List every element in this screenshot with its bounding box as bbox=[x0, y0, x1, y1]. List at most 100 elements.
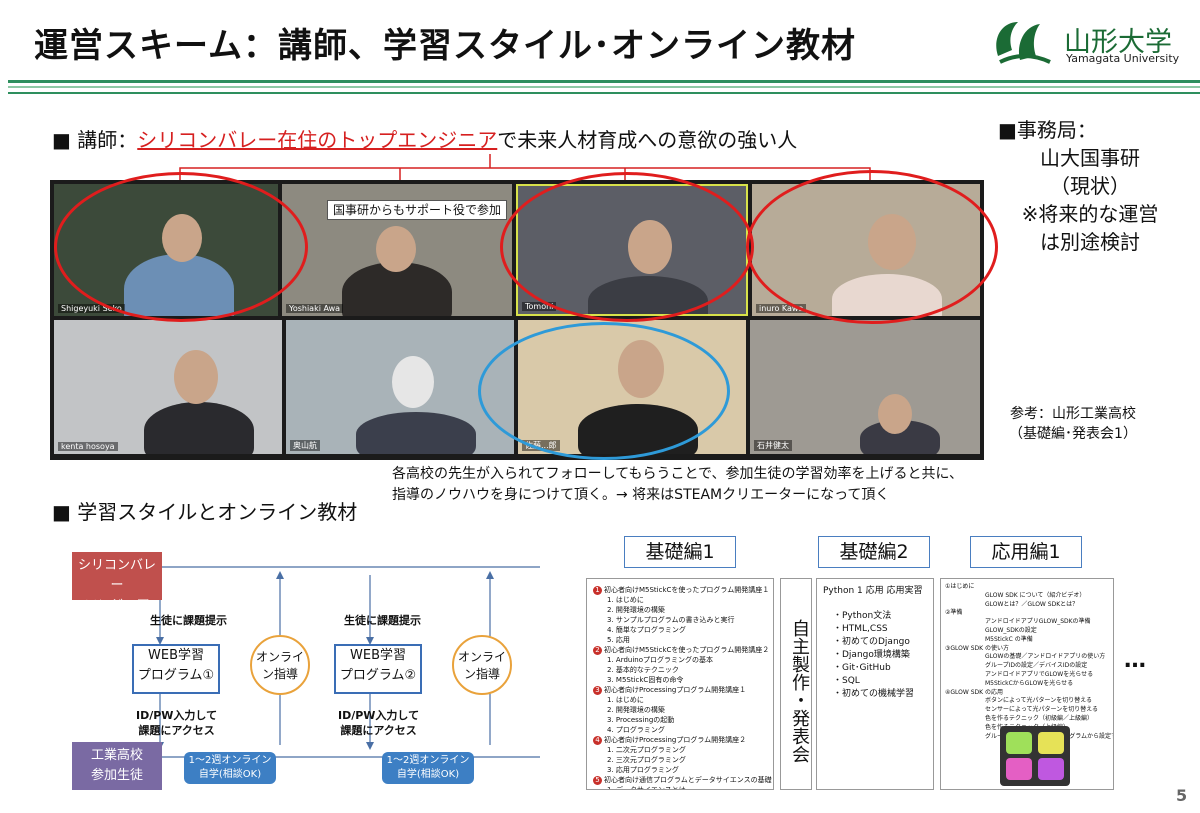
course-line: 3. M5StickC固有の命令 bbox=[607, 676, 684, 684]
task-label-1: 生徒に課題提示 bbox=[150, 614, 227, 627]
secretariat-status: （現状） bbox=[1050, 174, 1130, 198]
secretariat-future2: は別途検討 bbox=[1040, 230, 1140, 254]
bullet: ■ bbox=[52, 128, 71, 152]
task-label-2: 生徒に課題提示 bbox=[344, 614, 421, 627]
instructor-prefix: 講師： bbox=[77, 128, 138, 152]
course-item: ・Python文法 bbox=[833, 611, 892, 621]
online-guidance-2: オンライ ン指導 bbox=[452, 635, 512, 695]
course-line: M5StickC の準備 bbox=[985, 635, 1033, 643]
course-line: アンドロイドアプリGLOW_SDKの準備 bbox=[985, 618, 1091, 626]
instructor-highlight: シリコンバレー在住のトップエンジニア bbox=[137, 128, 498, 152]
course-line: ボタンによって光パターンを切り替える bbox=[985, 697, 1093, 705]
course-line: センサーによって光パターンを切り替える bbox=[985, 706, 1099, 714]
participant-name: Yoshiaki Awa bbox=[286, 304, 344, 313]
reference-note: 参考：山形工業高校 （基礎編･発表会1） bbox=[988, 404, 1158, 444]
course-line: M5StickCからGLOWを光らせる bbox=[985, 679, 1074, 687]
instructor-suffix: で未来人材育成への意欲の強い人 bbox=[497, 128, 798, 152]
page-number: 5 bbox=[1176, 786, 1188, 805]
course-line: GLOW SDK について（紹介ビデオ） bbox=[985, 591, 1086, 599]
support-banner: 国事研からもサポート役で参加 bbox=[327, 200, 507, 220]
header-rule bbox=[8, 80, 1200, 83]
more-ellipsis: … bbox=[1124, 648, 1146, 673]
logo-name: 山形大学 bbox=[1064, 27, 1172, 58]
page-title: 運営スキーム：講師、学習スタイル･オンライン教材 bbox=[34, 26, 856, 66]
course-line: 2. 基本的なテクニック bbox=[607, 666, 679, 674]
course-basic2-content: Python 1 応用 応用実習 ・Python文法・HTML,CSS・初めての… bbox=[816, 578, 934, 790]
course-line: 1. はじめに bbox=[607, 596, 644, 604]
course-line: 3. Processingの起動 bbox=[607, 716, 675, 724]
highlight-oval-red bbox=[746, 170, 998, 324]
instructor-bracket bbox=[179, 154, 871, 180]
highlight-oval-red bbox=[500, 172, 754, 322]
reference-line1: 参考：山形工業高校 bbox=[1010, 406, 1136, 422]
course-number-badge: 1 bbox=[593, 586, 602, 595]
course-line: GLOW_SDKの設定 bbox=[985, 626, 1037, 634]
course-number-badge: 4 bbox=[593, 736, 602, 745]
web-program-1: WEB学習 プログラム① bbox=[132, 644, 220, 694]
course-item: ・初めてのDjango bbox=[833, 637, 910, 647]
course-line: 3. サンプルプログラムの書き込みと実行 bbox=[607, 616, 735, 624]
participant-name: kenta hosoya bbox=[58, 442, 118, 451]
participant-name: inuro Kawa bbox=[756, 304, 807, 313]
header-rule-thin bbox=[8, 86, 1200, 88]
participant-name: 石井健太 bbox=[754, 440, 792, 451]
course-basic1-header: 基礎編1 bbox=[624, 536, 736, 568]
course-line: ②準備 bbox=[945, 609, 963, 617]
secretariat-block: ■事務局： 山大国事研 （現状） ※将来的な運営 は別途検討 bbox=[990, 116, 1190, 256]
basic2-list: ・Python文法・HTML,CSS・初めてのDjango・Django環境構築… bbox=[823, 610, 927, 701]
course-line: ③GLOW SDK の使い方 bbox=[945, 644, 1009, 652]
course-line: 1. 二次元プログラミング bbox=[607, 746, 686, 754]
access-label-2: ID/PW入力して 課題にアクセス bbox=[338, 709, 420, 737]
course-line: GLOWの基礎／アンドロイドアプリの使い方 bbox=[985, 653, 1106, 661]
course-line: 4. プログラミング bbox=[607, 726, 665, 734]
course-line: 1. Arduinoプログラミングの基本 bbox=[607, 656, 713, 664]
course-number-badge: 3 bbox=[593, 686, 602, 695]
follow-note-line2: 指導のノウハウを身につけて頂く。→ 将来はSTEAMクリエーターになって頂く bbox=[392, 487, 890, 503]
participant-name: 奥山航 bbox=[290, 440, 320, 451]
course-line: グループIDの設定／デバイスIDの設定 bbox=[985, 662, 1088, 670]
video-tile: 奥山航 bbox=[286, 320, 514, 454]
course-applied1-header: 応用編1 bbox=[970, 536, 1082, 568]
course-line: ④GLOW SDK の応用 bbox=[945, 688, 1003, 696]
video-tile: 石井健太 bbox=[750, 320, 980, 454]
secretariat-org: 山大国事研 bbox=[1040, 146, 1140, 170]
online-guidance-1: オンライ ン指導 bbox=[250, 635, 310, 695]
course-item: ・初めての機械学習 bbox=[833, 689, 915, 699]
secretariat-future: ※将来的な運営 bbox=[1021, 202, 1159, 226]
course-item: ・Git･GitHub bbox=[833, 663, 891, 673]
glow-device-photo bbox=[1000, 726, 1070, 786]
course-line: 2. 開発環境の構築 bbox=[607, 606, 665, 614]
learning-heading: ■ 学習スタイルとオンライン教材 bbox=[52, 500, 358, 524]
reference-line2: （基礎編･発表会1） bbox=[1009, 426, 1137, 442]
course-line: GLOWとは？／GLOW SDKとは？ bbox=[985, 600, 1079, 608]
highlight-oval-blue bbox=[478, 322, 730, 460]
participant-name: Shigeyuki Seko bbox=[58, 304, 125, 313]
participant-name: Tomohi bbox=[522, 302, 557, 311]
follow-note: 各高校の先生が入られてフォローしてもらうことで、参加生徒の学習効率を上げると共に… bbox=[392, 464, 963, 506]
video-tile: kenta hosoya bbox=[54, 320, 282, 454]
course-line: ①はじめに bbox=[945, 583, 975, 590]
access-label-1: ID/PW入力して 課題にアクセス bbox=[136, 709, 218, 737]
follow-note-line1: 各高校の先生が入られてフォローしてもらうことで、参加生徒の学習効率を上げると共に… bbox=[392, 466, 964, 482]
course-line: 3. 応用プログラミング bbox=[607, 766, 679, 774]
course-number-badge: 5 bbox=[593, 776, 602, 785]
logo-subtitle: Yamagata University bbox=[1066, 52, 1180, 65]
course-line: 2. 開発環境の構築 bbox=[607, 706, 665, 714]
engineer-box: シリコンバレー エンジニア bbox=[72, 552, 162, 613]
header-rule-bottom bbox=[8, 92, 1200, 94]
basic2-title: Python 1 応用 応用実習 bbox=[823, 586, 923, 596]
student-box: 工業高校 参加生徒 bbox=[72, 742, 162, 790]
course-line: アンドロイドアプリでGLOWを光らせる bbox=[985, 670, 1094, 678]
course-line: 1. はじめに bbox=[607, 696, 644, 704]
course-line: 4. 簡単なプログラミング bbox=[607, 626, 686, 634]
secretariat-title: ■事務局： bbox=[998, 118, 1097, 142]
self-study-2: 1～2週オンライン 自学(相談OK) bbox=[382, 752, 474, 784]
course-basic2-header: 基礎編2 bbox=[818, 536, 930, 568]
course-applied1-content: ①はじめに GLOW SDK について（紹介ビデオ）GLOWとは？／GLOW SD… bbox=[940, 578, 1114, 790]
